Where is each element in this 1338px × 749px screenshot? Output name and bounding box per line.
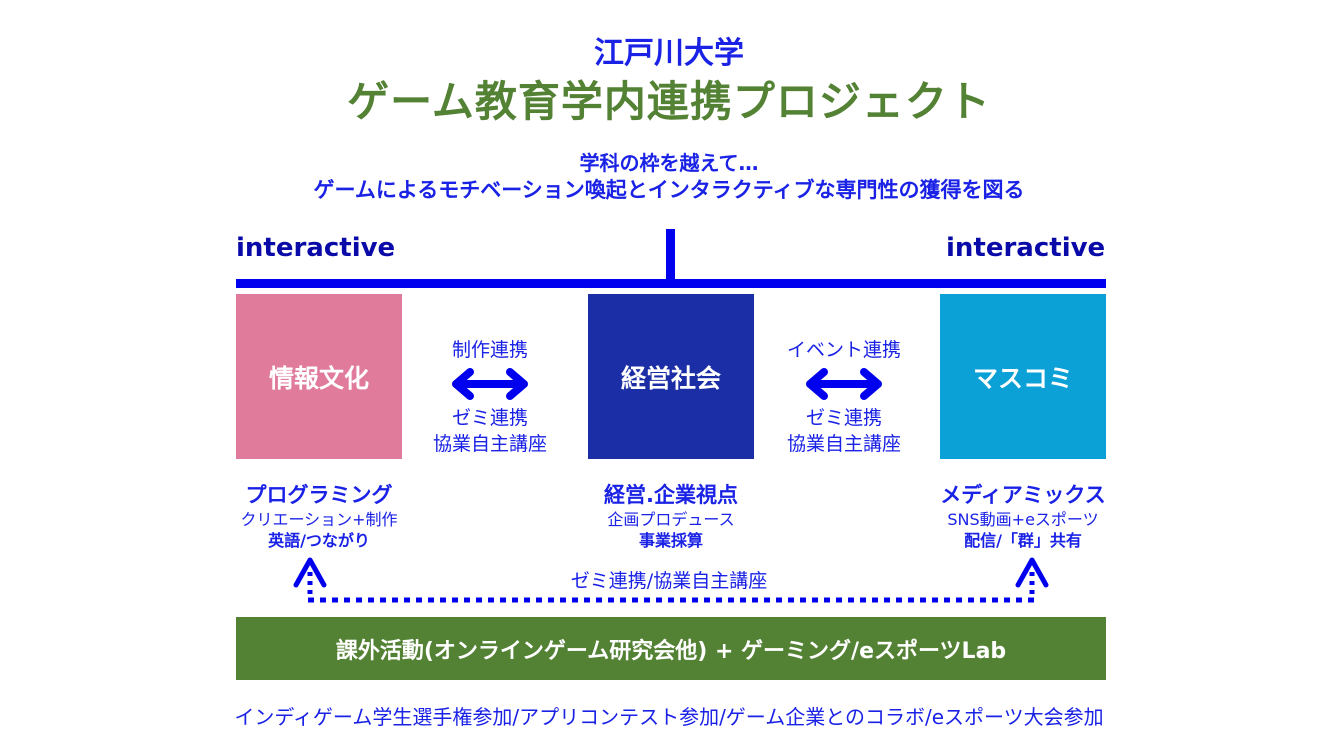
department-box-info-culture: 情報文化 (236, 294, 402, 459)
department-box-management: 経営社会 (588, 294, 754, 459)
focus-detail: 企画プロデュース (607, 510, 735, 529)
focus-extra: 英語/つながり (268, 531, 370, 550)
focus-heading: メディアミックス (940, 483, 1106, 507)
page-title: ゲーム教育学内連携プロジェクト (347, 77, 991, 126)
department-description-media: メディアミックス SNS動画+eスポーツ 配信/「群」共有 (905, 481, 1141, 551)
department-description-info: プログラミング クリエーション+制作 英語/つながり (206, 481, 432, 551)
department-box-mass-comm: マスコミ (940, 294, 1106, 459)
link-info-mgmt: 制作連携 ゼミ連携 協業自主講座 (400, 337, 580, 457)
subtitle-line-2: ゲームによるモチベーション喚起とインタラクティブな専門性の獲得を図る (313, 178, 1025, 202)
link-mgmt-media: イベント連携 ゼミ連携 協業自主講座 (754, 337, 934, 457)
department-name: 経営社会 (620, 363, 721, 393)
interactive-label-left: interactive (236, 233, 396, 263)
department-description-mgmt: 経営.企業視点 企画プロデュース 事業採算 (556, 481, 786, 551)
link-top-label: イベント連携 (786, 339, 901, 361)
link-bottom-label-2: 協業自主講座 (786, 433, 901, 455)
cross-link-label: ゼミ連携/協業自主講座 (570, 570, 768, 592)
focus-extra: 事業採算 (638, 531, 703, 550)
extracurricular-label: 課外活動(オンラインゲーム研究会他) + ゲーミング/eスポーツLab (335, 638, 1007, 664)
extracurricular-banner: 課外活動(オンラインゲーム研究会他) + ゲーミング/eスポーツLab (236, 617, 1106, 680)
double-arrow-icon (400, 363, 580, 405)
focus-detail: クリエーション+制作 (240, 510, 398, 529)
link-bottom-label-2: 協業自主講座 (432, 433, 547, 455)
subtitle-line-1: 学科の枠を越えて… (579, 151, 759, 175)
link-bottom-label-1: ゼミ連携 (805, 407, 882, 429)
link-bottom-label-1: ゼミ連携 (451, 407, 528, 429)
department-name: マスコミ (972, 363, 1073, 393)
focus-heading: プログラミング (245, 483, 393, 507)
focus-detail: SNS動画+eスポーツ (947, 510, 1099, 529)
interactive-label-right: interactive (946, 233, 1106, 263)
footer-activities: インディゲーム学生選手権参加/アプリコンテスト参加/ゲーム企業とのコラボ/eスポ… (234, 705, 1104, 729)
focus-extra: 配信/「群」共有 (964, 531, 1082, 550)
university-name: 江戸川大学 (594, 36, 744, 71)
double-arrow-icon (754, 363, 934, 405)
link-top-label: 制作連携 (451, 339, 528, 361)
focus-heading: 経営.企業視点 (604, 483, 738, 507)
bracket-center-stem (666, 229, 675, 284)
department-name: 情報文化 (268, 363, 369, 393)
